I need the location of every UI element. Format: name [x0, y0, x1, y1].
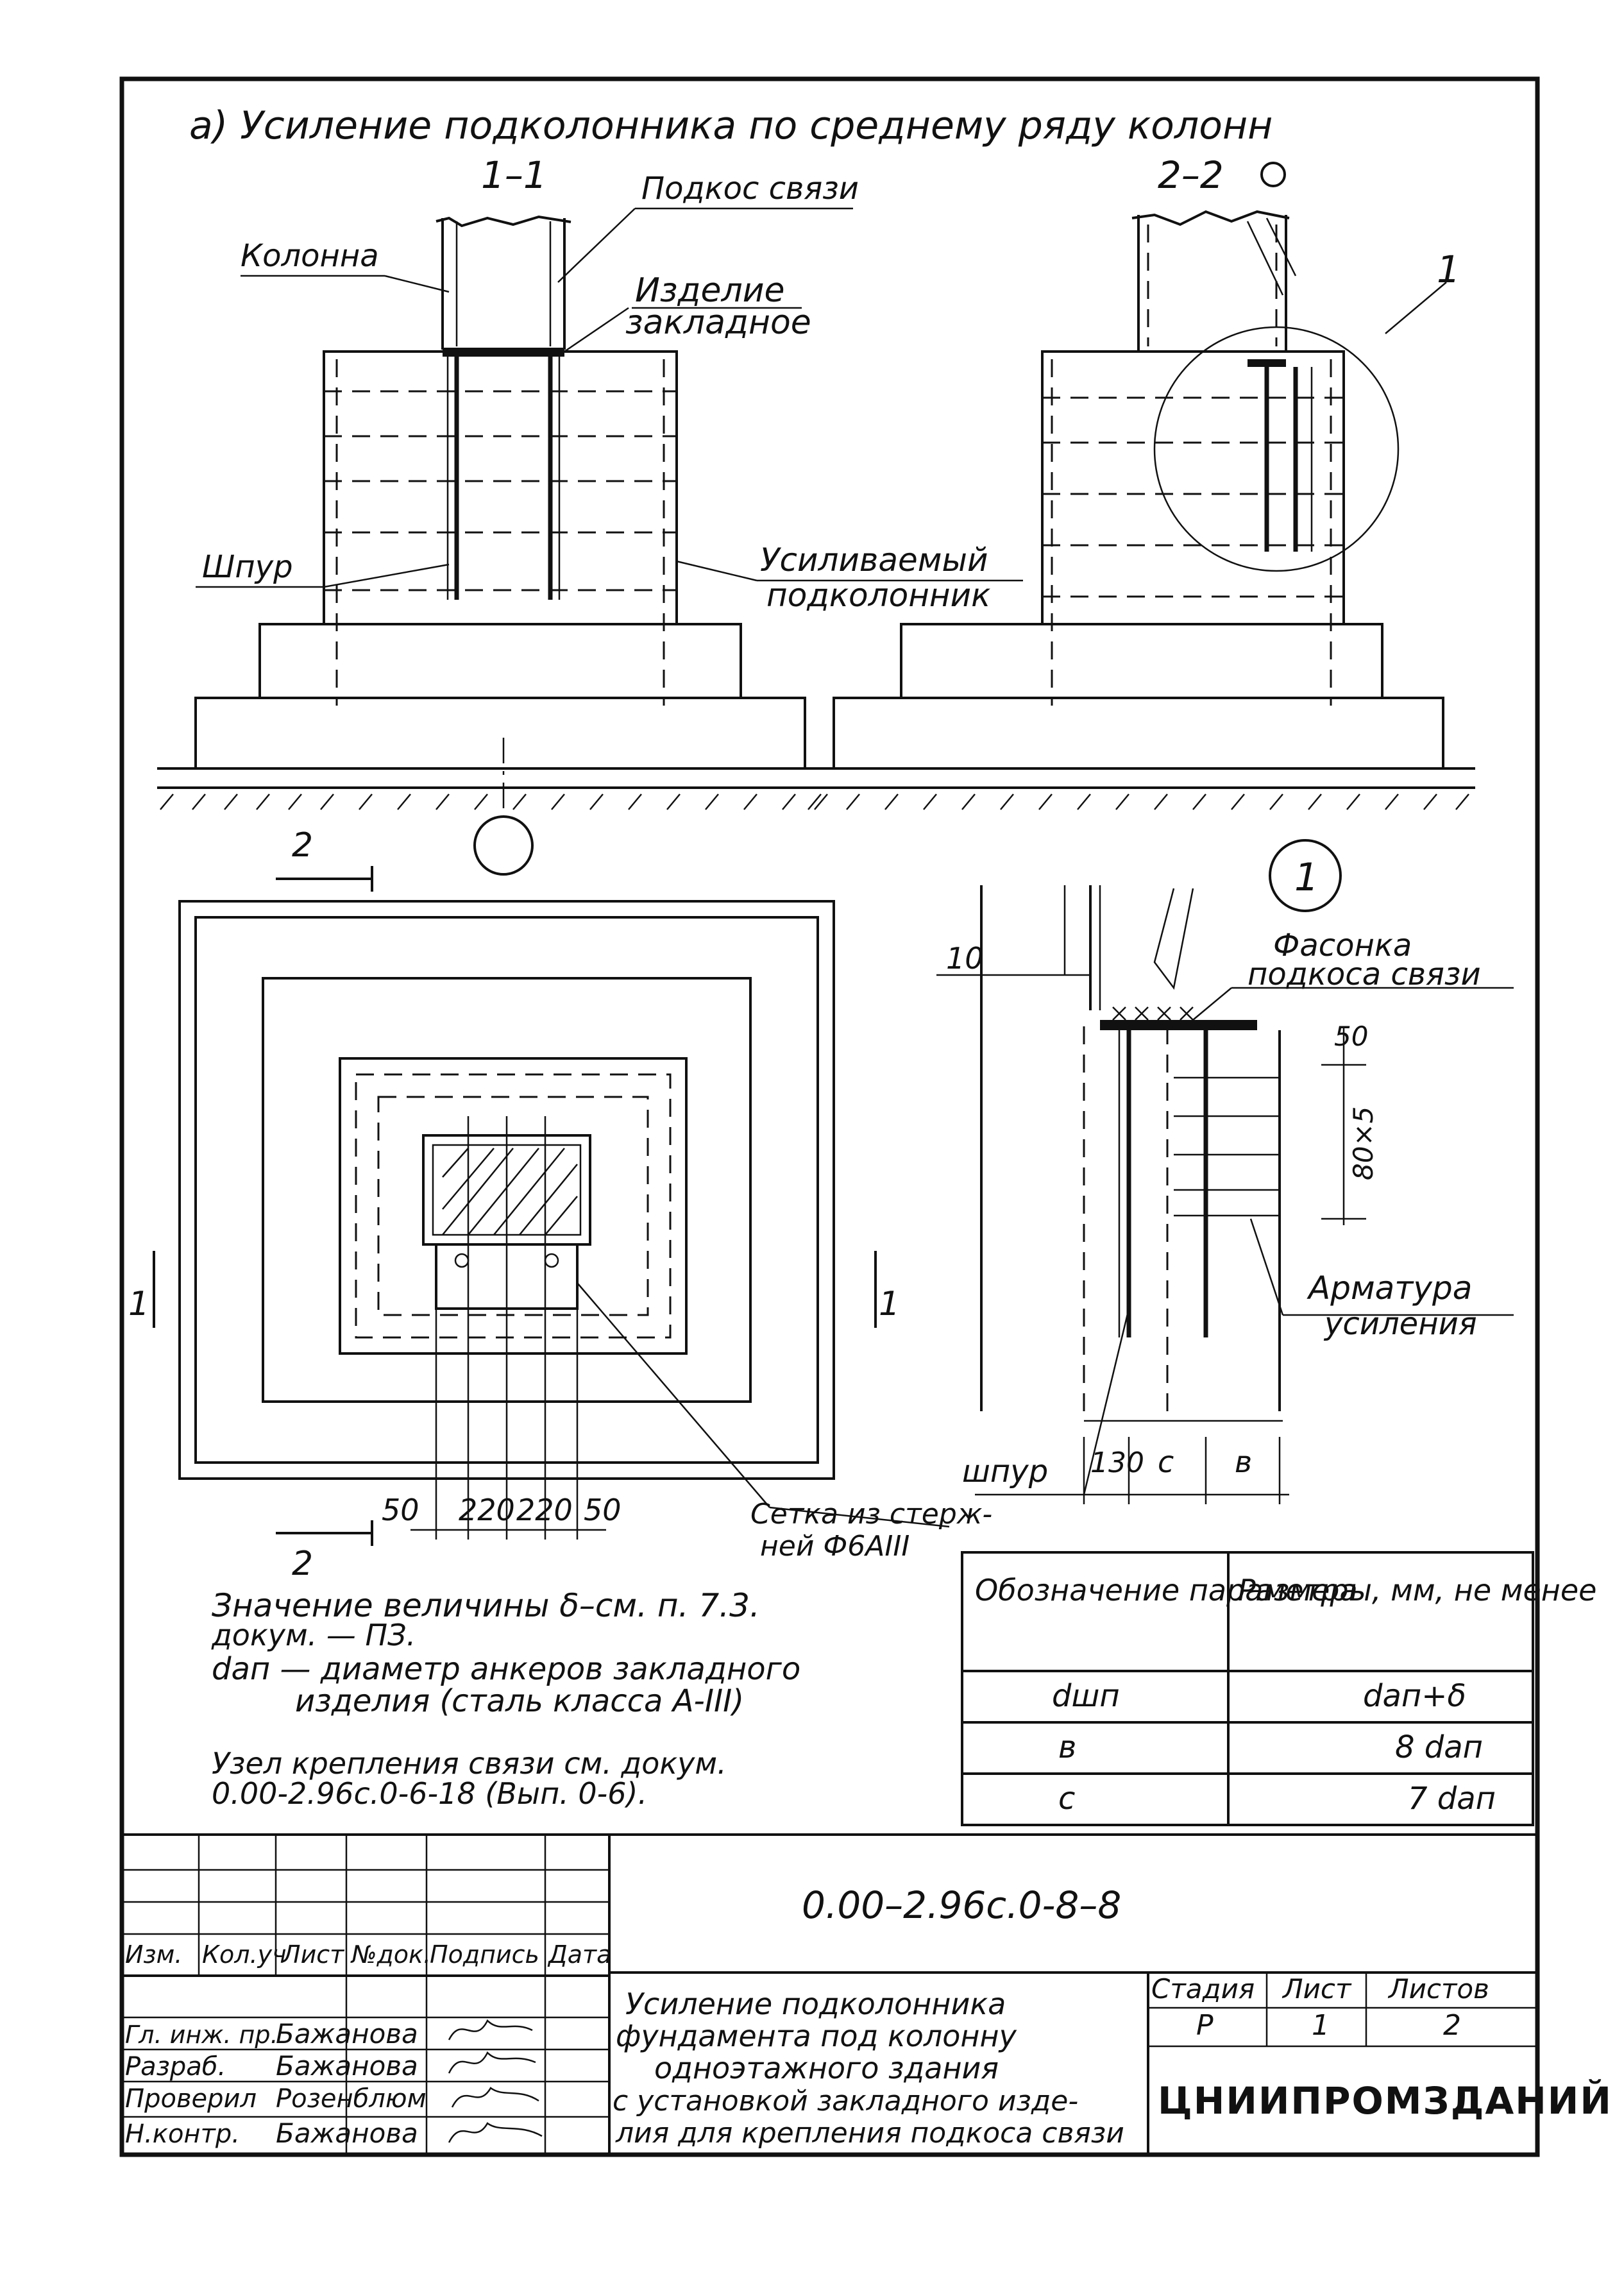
section-marker-circle [1260, 162, 1286, 187]
note-line-2: докум. — ПЗ. [211, 1618, 416, 1652]
tb-col-izm: Изм. [125, 1940, 182, 1969]
tb-desc-4: с установкой закладного изде- [613, 2085, 1078, 2117]
param-row1-value: dап+δ [1363, 1678, 1466, 1714]
section-2-2-drawing [799, 210, 1475, 810]
tb-col-koluch: Кол.уч [202, 1940, 287, 1969]
tb-col-podpis: Подпись [430, 1940, 539, 1969]
node-dim-b: в [1235, 1445, 1252, 1479]
label-usil-2: подколонник [766, 577, 990, 614]
label-kolonna: Колонна [241, 238, 379, 274]
param-row3-value: 7 dап [1408, 1781, 1496, 1817]
node-1-label: 1 [1294, 855, 1319, 900]
tb-desc-3: одноэтажного здания [654, 2051, 999, 2085]
label-shpur: Шпур [202, 549, 293, 585]
node-1-circle [1269, 839, 1342, 912]
plan-dim-50-right: 50 [584, 1493, 622, 1527]
node-dim-10: 10 [946, 941, 984, 976]
tb-name-3: Розенблюм [276, 2084, 427, 2114]
tb-col-list: Лист [281, 1940, 345, 1969]
section-1-1-drawing [157, 215, 834, 876]
label-izdelie-1: Изделие [635, 271, 785, 310]
tb-role-2: Разраб. [125, 2052, 226, 2082]
param-row1-name: dшп [1052, 1678, 1120, 1714]
note-line-5: Узел крепления связи см. докум. [212, 1746, 727, 1781]
title-block-grid [122, 1833, 1537, 2155]
tb-role-1: Гл. инж. пр. [125, 2021, 278, 2049]
note-line-6: 0.00-2.96с.0-6-18 (Вып. 0-6). [212, 1776, 647, 1811]
param-row2-value: 8 dап [1395, 1729, 1483, 1765]
node-1-drawing [936, 885, 1514, 1504]
param-row3-name: с [1058, 1781, 1075, 1817]
tb-stage-value: Р [1196, 2009, 1214, 2042]
tb-stage-header: Стадия [1151, 1973, 1255, 2005]
param-header-col1: Обозначение параметра [975, 1573, 1358, 1608]
tb-sheet-header: Лист [1281, 1973, 1352, 2005]
label-usil-1: Усиливаемый [760, 541, 988, 579]
note-line-3: dап — диаметр анкеров закладного [212, 1651, 800, 1687]
label-podkos-svyazi: Подкос связи [641, 171, 859, 207]
note-line-4: изделия (сталь класса А-III) [295, 1683, 744, 1719]
tb-name-2: Бажанова [276, 2050, 418, 2082]
label-fasonka-1: Фасонка [1273, 928, 1412, 963]
cut-label-1-left: 1 [128, 1285, 149, 1323]
label-armatura-1: Арматура [1307, 1269, 1472, 1307]
label-setka-2: ней Ф6АIII [760, 1530, 909, 1563]
cut-label-2-top: 2 [292, 826, 313, 865]
tb-desc-2: фундамента под колонну [616, 2019, 1017, 2053]
node-callout-1: 1 [1437, 248, 1460, 291]
note-line-1: Значение величины δ–см. п. 7.3. [212, 1587, 760, 1624]
label-fasonka-2: подкоса связи [1248, 956, 1481, 992]
plan-dim-220-right: 220 [516, 1493, 573, 1527]
tb-organization: ЦНИИПРОМЗДАНИЙ [1158, 2078, 1612, 2123]
tb-name-4: Бажанова [276, 2117, 418, 2149]
tb-sheets-value: 2 [1443, 2009, 1461, 2042]
node-dim-c: с [1158, 1445, 1174, 1479]
sheet-frame [119, 76, 1540, 2157]
node-dim-130: 130 [1090, 1447, 1144, 1479]
param-row2-name: в [1058, 1729, 1076, 1765]
cut-label-1-right: 1 [879, 1285, 900, 1323]
tb-desc-1: Усиление подколонника [625, 1987, 1006, 2021]
label-setka-1: Сетка из стерж- [750, 1498, 992, 1531]
tb-desc-5: лия для крепления подкоса связи [615, 2117, 1124, 2150]
tb-role-4: Н.контр. [125, 2119, 240, 2149]
section-label-1-1: 1–1 [481, 153, 547, 197]
label-izdelie-2: закладное [625, 303, 811, 342]
page-title: а) Усиление подколонника по среднему ряд… [189, 103, 1273, 148]
label-armatura-2: усиления [1323, 1306, 1477, 1342]
node-dim-50: 50 [1334, 1021, 1368, 1052]
tb-col-ndok: №док. [350, 1940, 431, 1969]
label-shpur-node: шпур [962, 1454, 1048, 1489]
tb-name-1: Бажанова [276, 2018, 418, 2049]
plan-dim-220-left: 220 [459, 1493, 515, 1527]
doc-code: 0.00–2.96с.0-8–8 [802, 1883, 1121, 1927]
node-dim-80x5: 80×5 [1348, 1107, 1379, 1180]
plan-drawing [153, 866, 950, 1546]
cut-label-2-bottom: 2 [292, 1545, 313, 1583]
tb-sheet-value: 1 [1312, 2009, 1330, 2042]
tb-col-data: Дата [547, 1940, 611, 1969]
tb-role-3: Проверил [125, 2084, 257, 2114]
plan-dim-50-left: 50 [382, 1493, 419, 1527]
param-table [961, 1551, 1534, 1826]
section-label-2-2: 2–2 [1158, 153, 1224, 197]
signatures [448, 2019, 543, 2143]
param-header-col2: Размеры, мм, не менее [1238, 1573, 1596, 1608]
tb-sheets-header: Листов [1387, 1973, 1489, 2005]
